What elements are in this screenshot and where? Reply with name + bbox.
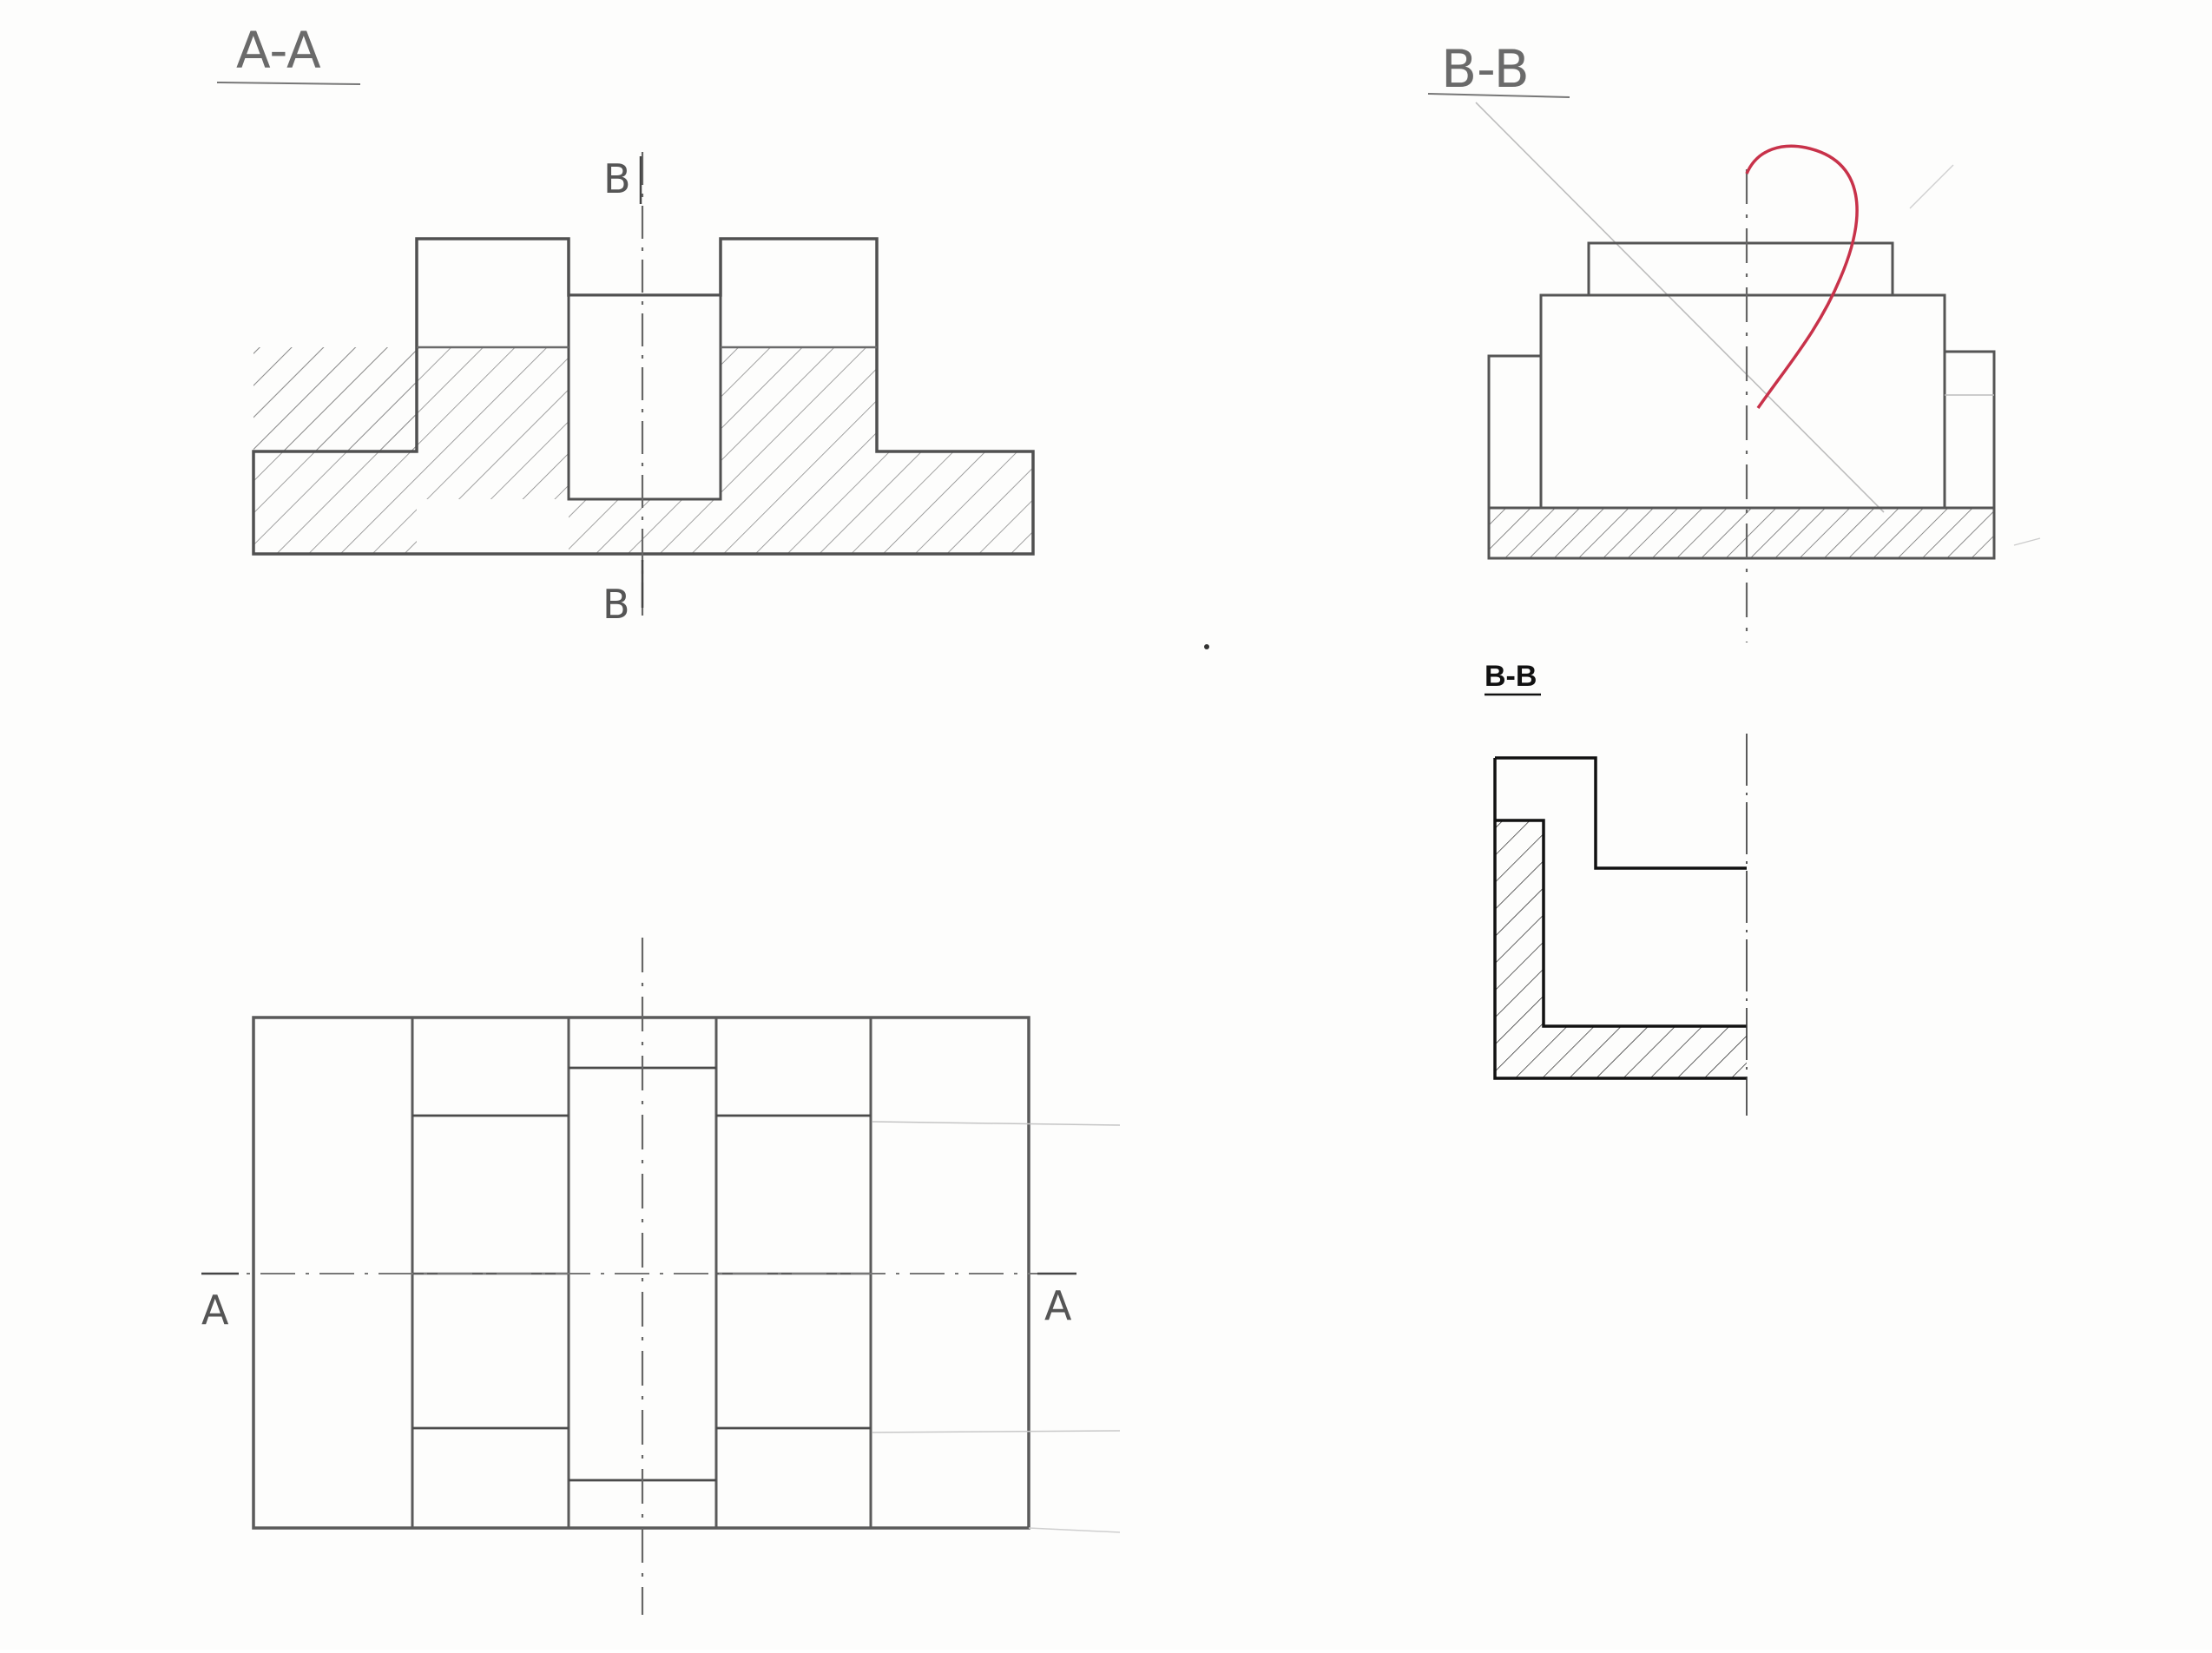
correction-mark-icon xyxy=(1745,144,1859,410)
section-bb-sketch-title: B-B xyxy=(1441,39,1530,100)
section-aa-hatching xyxy=(253,347,1033,554)
cut-label-b-top: B xyxy=(603,155,631,202)
section-bb-sketch-base xyxy=(1487,506,1996,560)
section-aa-outline xyxy=(252,237,1035,556)
section-bb-solution: B-B xyxy=(1485,660,1748,1116)
section-aa-title: A-A xyxy=(236,21,321,80)
section-bb-solution-hatch xyxy=(1495,820,1747,1078)
cut-label-a-left: A xyxy=(201,1287,229,1334)
section-aa-slot xyxy=(567,293,722,501)
section-bb-solution-title: B-B xyxy=(1485,660,1537,693)
cut-label-a-right: A xyxy=(1044,1282,1072,1329)
section-aa-view: A-A B B xyxy=(216,21,1035,628)
section-bb-solution-outline xyxy=(1493,756,1747,1080)
section-bb-sketch: B-B xyxy=(1427,39,2041,642)
plan-view: A A xyxy=(201,938,1121,1615)
section-aa-title-underline xyxy=(216,82,361,85)
cut-label-b-bottom: B xyxy=(602,581,630,628)
